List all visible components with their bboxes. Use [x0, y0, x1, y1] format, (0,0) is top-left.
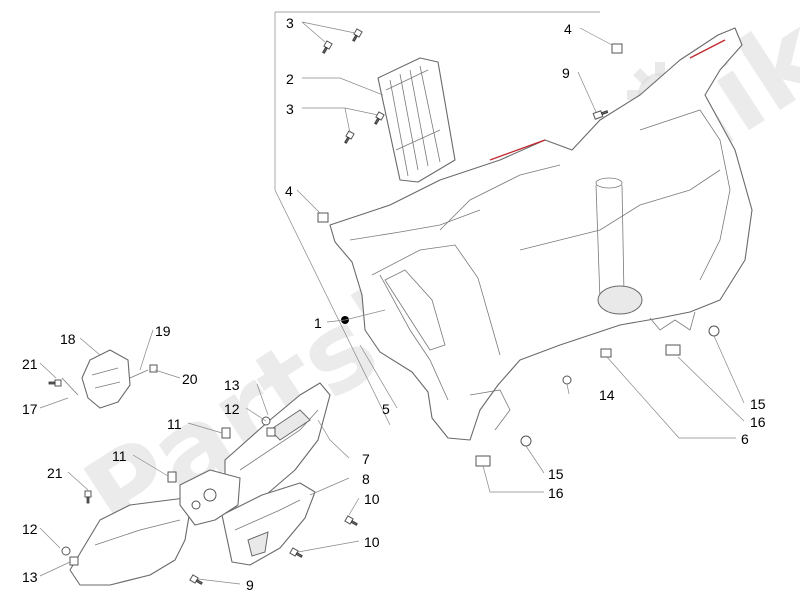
nut-icon — [562, 375, 572, 385]
clip-icon — [266, 427, 276, 437]
part-small-cover-18 — [81, 349, 131, 409]
callout-13: 13 — [224, 377, 240, 393]
screw-icon — [289, 547, 303, 558]
callout-9: 9 — [246, 577, 254, 593]
frame-reference-lines — [274, 11, 600, 426]
clip-icon — [149, 364, 158, 373]
clip-icon — [611, 43, 623, 54]
clip-icon — [221, 427, 231, 439]
callout-labels: 3 2 3 4 9 4 1 5 18 19 21 20 17 13 12 11 … — [22, 15, 766, 593]
callout-13: 13 — [22, 569, 38, 585]
callout-8: 8 — [362, 471, 370, 487]
clip-icon — [69, 556, 79, 566]
callout-1: 1 — [314, 315, 322, 331]
clip-icon — [167, 471, 177, 483]
screw-icon — [344, 515, 358, 526]
screw-icon — [374, 111, 385, 125]
callout-11: 11 — [167, 416, 182, 432]
callout-15: 15 — [750, 396, 766, 412]
screw-icon — [592, 110, 609, 120]
callout-19: 19 — [155, 323, 171, 339]
screw-icon — [84, 490, 92, 504]
rod-icon — [61, 377, 79, 396]
clip-icon — [317, 212, 329, 223]
screw-icon — [189, 574, 203, 585]
screw-icon — [344, 130, 355, 144]
bolt-icon — [708, 325, 720, 337]
callout-3: 3 — [286, 15, 294, 31]
screw-icon — [48, 379, 62, 387]
callout-10: 10 — [364, 491, 380, 507]
callout-21: 21 — [47, 465, 63, 481]
bolt-icon — [520, 435, 532, 447]
callout-3: 3 — [286, 101, 294, 117]
callout-2: 2 — [286, 71, 294, 87]
callout-15: 15 — [548, 466, 564, 482]
part-center-bracket — [179, 469, 241, 526]
callout-10: 10 — [364, 534, 380, 550]
hardware — [48, 28, 720, 585]
part-lower-cover-8 — [221, 482, 316, 566]
callout-16: 16 — [750, 414, 766, 430]
screw-icon — [352, 28, 363, 42]
clip-icon — [665, 344, 681, 356]
clip-icon — [600, 348, 612, 358]
callout-14: 14 — [599, 387, 615, 403]
callout-5: 5 — [382, 401, 390, 417]
callout-12: 12 — [22, 521, 38, 537]
callout-7: 7 — [362, 451, 370, 467]
callout-12: 12 — [224, 401, 240, 417]
pin-icon — [129, 369, 149, 379]
callout-20: 20 — [182, 371, 198, 387]
part-leg-shield — [329, 27, 753, 441]
nut-icon — [61, 546, 71, 556]
callout-18: 18 — [60, 331, 76, 347]
callout-21: 21 — [22, 356, 38, 372]
callout-16: 16 — [548, 485, 564, 501]
callout-17: 17 — [22, 401, 38, 417]
callout-9: 9 — [562, 65, 570, 81]
clip-icon — [475, 455, 491, 467]
callout-11: 11 — [112, 448, 127, 464]
callout-4: 4 — [564, 21, 572, 37]
leader-lines — [39, 21, 745, 585]
part-grille — [377, 57, 456, 183]
callout-4: 4 — [285, 183, 293, 199]
callout-6: 6 — [741, 431, 749, 447]
screw-icon — [322, 40, 333, 54]
part-side-panel — [69, 497, 191, 586]
